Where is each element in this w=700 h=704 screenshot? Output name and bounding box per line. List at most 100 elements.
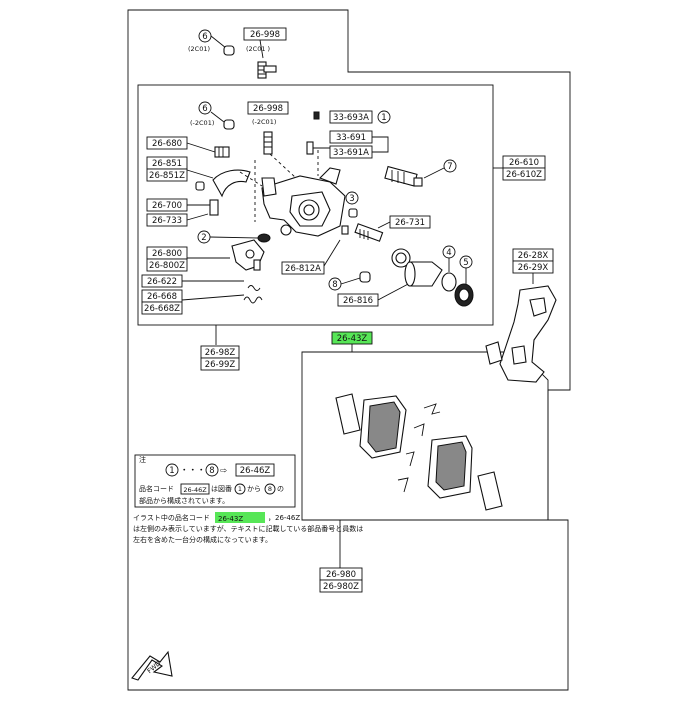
svg-text:26-610: 26-610 bbox=[509, 158, 539, 168]
svg-text:26-680: 26-680 bbox=[152, 139, 182, 149]
pn-26-998-inner: 26-998 bbox=[253, 104, 283, 114]
caption-line2: は左側のみ表示していますが、テキストに記載している部品番号と員数は bbox=[133, 524, 363, 533]
note-n8: 8 bbox=[209, 466, 214, 476]
svg-text:26-98Z: 26-98Z bbox=[205, 348, 236, 358]
callout-1: 1 bbox=[377, 110, 391, 124]
bleeder-screw-inner bbox=[263, 131, 273, 155]
caliper-frame bbox=[137, 84, 494, 326]
pad-clips bbox=[397, 403, 441, 493]
svg-text:6: 6 bbox=[202, 104, 207, 114]
pad-frame bbox=[301, 351, 549, 521]
svg-text:3: 3 bbox=[349, 194, 354, 204]
svg-text:26-668: 26-668 bbox=[147, 292, 177, 302]
ring-4 bbox=[441, 272, 457, 292]
note-dots: ・・・ bbox=[180, 466, 206, 476]
caption-line3: 左右を含めた一台分の構成になっています。 bbox=[133, 535, 272, 544]
piston bbox=[404, 261, 443, 287]
note-line2-code: 26-46Z bbox=[183, 486, 207, 494]
bolt-small bbox=[313, 111, 320, 120]
svg-text:8: 8 bbox=[332, 280, 337, 290]
bolt-26-680 bbox=[214, 146, 230, 158]
note-line2-c: から bbox=[247, 485, 261, 493]
svg-text:(-2C01): (-2C01) bbox=[190, 119, 214, 127]
label-26-610z bbox=[502, 167, 546, 181]
label-26-99z bbox=[200, 357, 240, 371]
brake-pad-right bbox=[427, 435, 503, 511]
pn-26-998-top: 26-998 bbox=[250, 30, 280, 40]
svg-text:33-691A: 33-691A bbox=[333, 148, 369, 158]
svg-text:4: 4 bbox=[446, 248, 451, 258]
adjuster-spindle bbox=[384, 165, 423, 187]
svg-text:33-691: 33-691 bbox=[336, 133, 366, 143]
bushing bbox=[195, 181, 205, 191]
caption-line1-b: ，26-46Z bbox=[268, 514, 300, 522]
label-26-998-top bbox=[243, 27, 287, 41]
svg-text:26-28X: 26-28X bbox=[518, 251, 549, 261]
note-line2-b: は図番 bbox=[211, 485, 232, 493]
svg-text:26-816: 26-816 bbox=[343, 296, 373, 306]
svg-text:26-733: 26-733 bbox=[152, 216, 182, 226]
note-arrow: ⇨ bbox=[220, 466, 227, 476]
svg-text:7: 7 bbox=[447, 162, 452, 172]
parking-lever bbox=[231, 239, 265, 271]
note-n1: 1 bbox=[169, 466, 174, 476]
caption-line1-code: 26-43Z bbox=[218, 515, 243, 523]
note-line2-d: の bbox=[277, 485, 284, 493]
seal-ring bbox=[348, 208, 358, 218]
svg-text:26-668Z: 26-668Z bbox=[144, 304, 180, 314]
svg-text:26-812A: 26-812A bbox=[285, 264, 321, 274]
svg-text:26-622: 26-622 bbox=[147, 277, 177, 287]
note-line2-a: 品名コード bbox=[139, 484, 174, 493]
guide-bolt bbox=[354, 223, 384, 242]
svg-text:26-800: 26-800 bbox=[152, 249, 182, 259]
svg-text:1: 1 bbox=[238, 485, 242, 493]
sub-2c01-inner: (-2C01) bbox=[252, 118, 276, 126]
callout-4: 4 bbox=[442, 245, 456, 259]
callout-8: 8 bbox=[328, 277, 342, 291]
label-26-668z bbox=[141, 301, 183, 315]
boot-small bbox=[341, 225, 349, 235]
brake-pad-left bbox=[335, 393, 407, 459]
return-spring bbox=[243, 285, 263, 304]
svg-text:6: 6 bbox=[202, 32, 207, 42]
svg-text:26-610Z: 26-610Z bbox=[506, 170, 542, 180]
svg-text:1: 1 bbox=[381, 113, 386, 123]
svg-text:26-700: 26-700 bbox=[152, 201, 182, 211]
bleeder-screw-top bbox=[257, 61, 277, 79]
svg-text:26-99Z: 26-99Z bbox=[205, 360, 236, 370]
svg-text:2: 2 bbox=[201, 233, 206, 243]
caliper-body bbox=[261, 167, 346, 237]
caption-highlight bbox=[215, 512, 265, 523]
sub-2c01-top: (2C01 ) bbox=[246, 45, 270, 53]
label-26-812a bbox=[281, 261, 325, 275]
fwd-arrow-icon: FWD bbox=[131, 650, 173, 681]
svg-text:26-851: 26-851 bbox=[152, 159, 182, 169]
caliper-bracket bbox=[485, 285, 557, 383]
label-26-980z bbox=[319, 579, 363, 593]
bleeder-cap-top bbox=[223, 45, 235, 56]
adjuster-nut bbox=[359, 271, 371, 283]
svg-text:(2C01): (2C01) bbox=[188, 45, 210, 53]
svg-text:26-29X: 26-29X bbox=[518, 263, 549, 273]
svg-text:26-43Z: 26-43Z bbox=[337, 334, 368, 344]
note-mark: 注 bbox=[139, 455, 146, 464]
note-box bbox=[134, 454, 296, 508]
callout-6-top: 6 (2C01) bbox=[188, 29, 212, 53]
bleeder-bolt bbox=[306, 141, 314, 155]
callout-7: 7 bbox=[443, 159, 457, 173]
label-26-800z bbox=[146, 258, 188, 272]
svg-text:8: 8 bbox=[268, 485, 272, 493]
callout-6-inner: 6 (-2C01) bbox=[190, 101, 214, 127]
callout-3: 3 bbox=[345, 191, 359, 205]
svg-text:33-693A: 33-693A bbox=[333, 113, 369, 123]
label-33-693a bbox=[329, 110, 373, 124]
svg-text:26-980Z: 26-980Z bbox=[323, 582, 359, 592]
cap-nut bbox=[257, 233, 271, 243]
spring-bracket bbox=[212, 169, 251, 198]
svg-text:26-800Z: 26-800Z bbox=[149, 261, 185, 271]
callout-2: 2 bbox=[197, 230, 211, 244]
guide-pin bbox=[209, 199, 219, 216]
svg-text:26-980: 26-980 bbox=[326, 570, 356, 580]
bleeder-cap-inner bbox=[223, 119, 235, 130]
